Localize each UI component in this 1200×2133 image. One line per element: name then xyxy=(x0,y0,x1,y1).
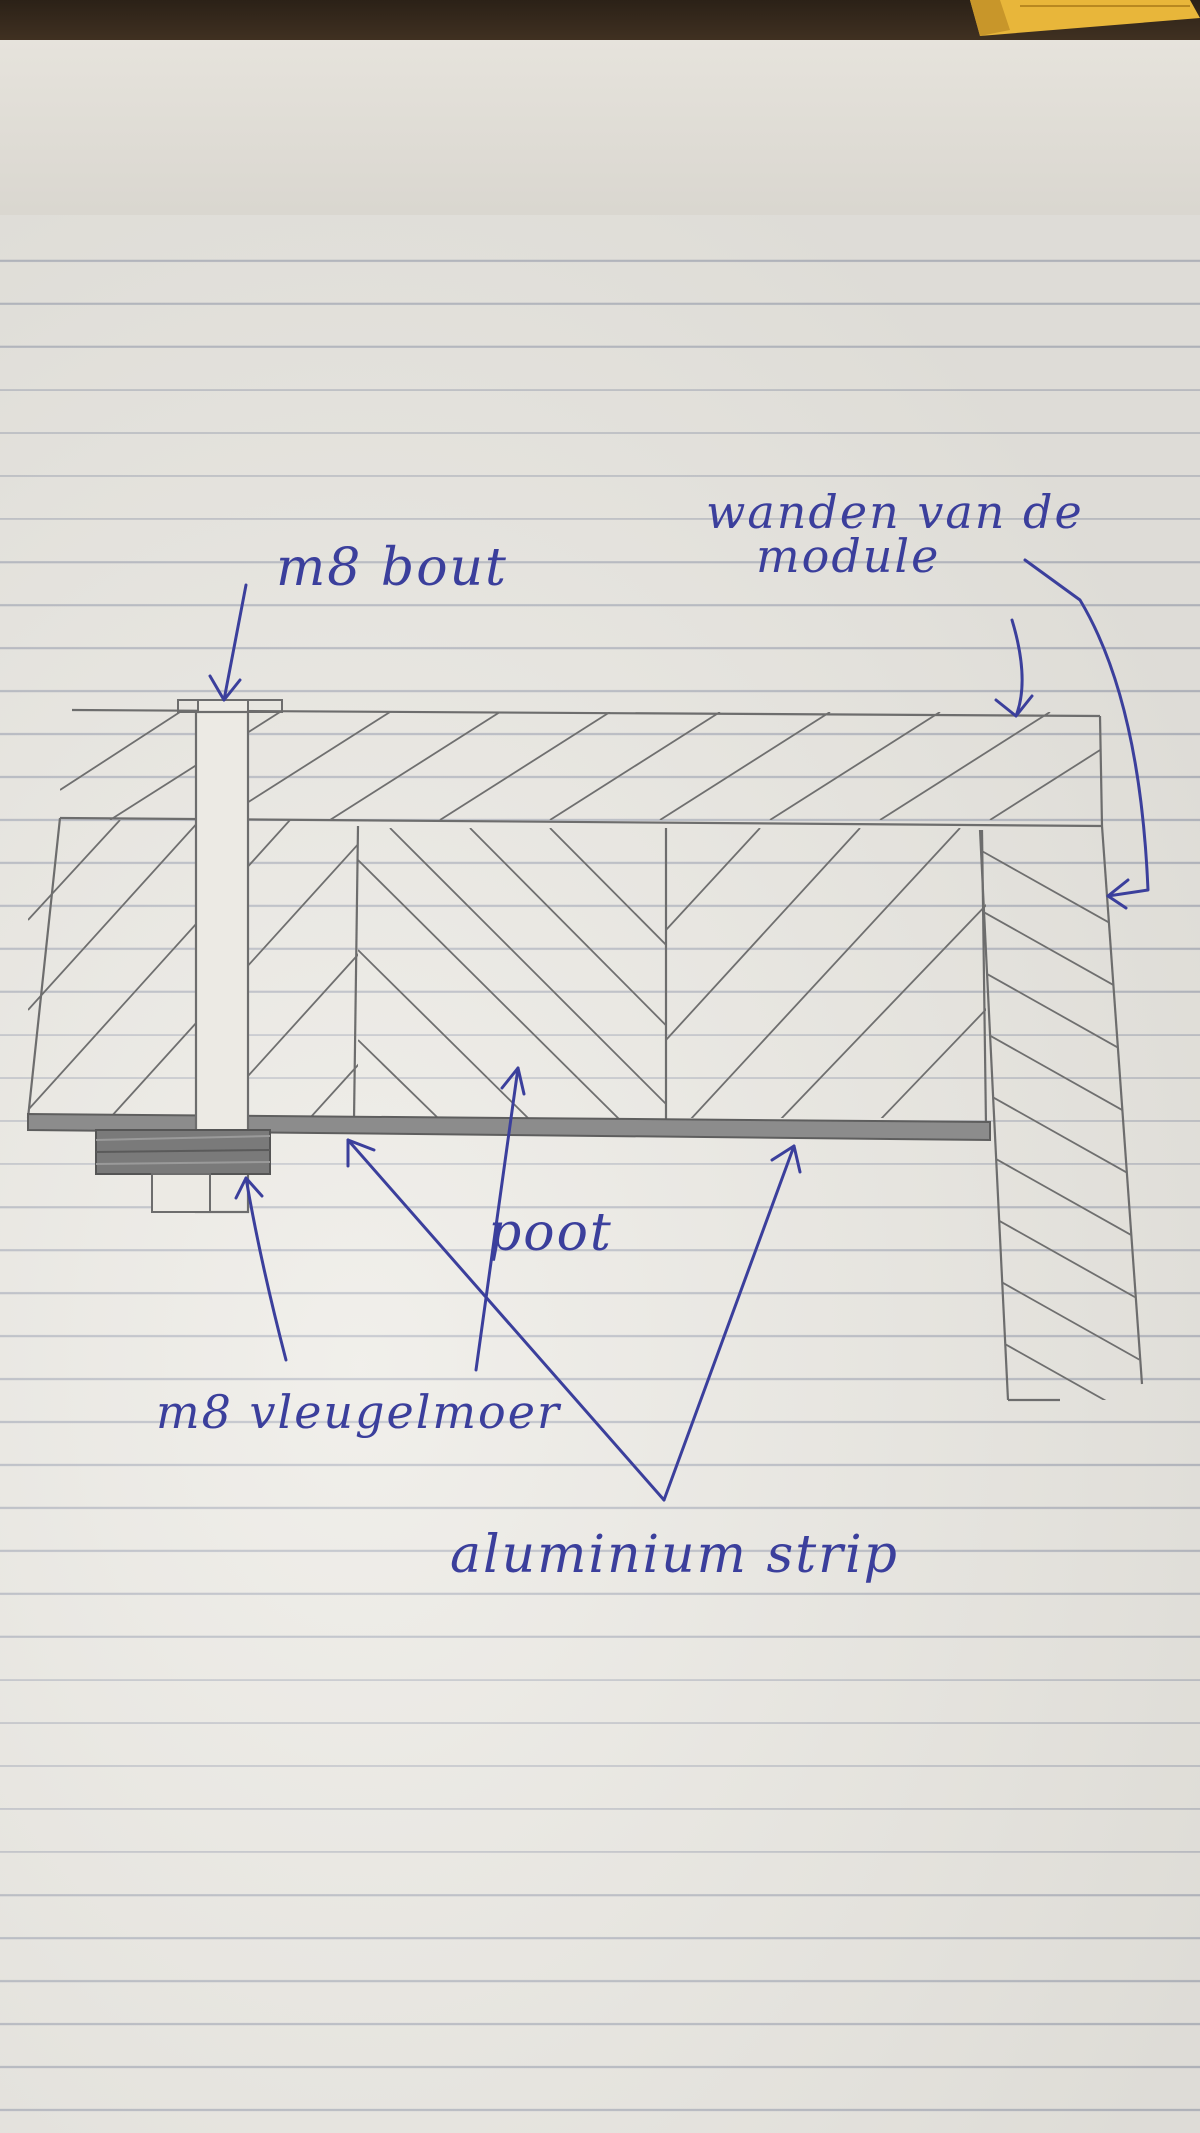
wing-nut-label: m8 vleugelmoer xyxy=(156,1385,562,1439)
left-block xyxy=(26,817,360,1121)
leg-label: poot xyxy=(488,1203,613,1263)
walls-label-line1: wanden van de xyxy=(706,485,1084,539)
leg-block-2 xyxy=(666,828,988,1127)
leg-block-1 xyxy=(358,828,668,1122)
aluminium-strip-label: aluminium strip xyxy=(450,1525,899,1585)
bolt-label: m8 bout xyxy=(276,538,508,598)
pencil-icon xyxy=(970,0,1200,36)
module-wall xyxy=(978,825,1144,1402)
annotation-arrows xyxy=(208,558,1150,1502)
m8-bolt-shape xyxy=(177,699,283,1214)
m8-wing-nut-shape xyxy=(95,1129,271,1213)
walls-label-line2: module xyxy=(756,529,940,583)
